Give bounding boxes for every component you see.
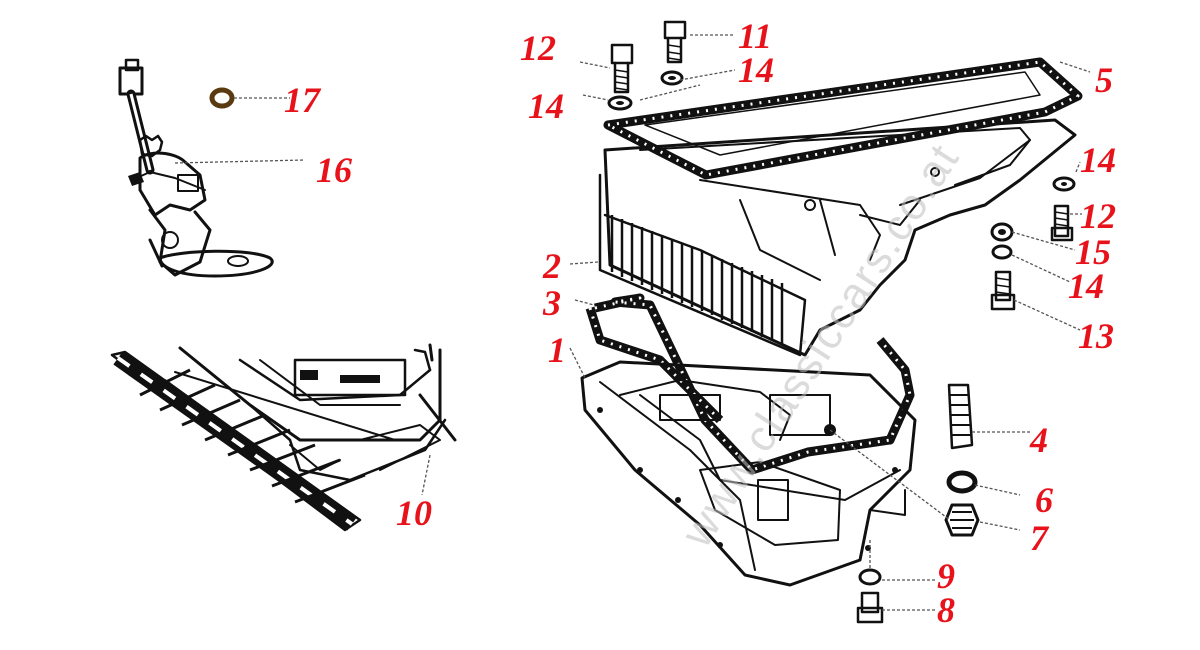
callout-12-upper: 12 — [520, 28, 556, 68]
callout-12-right: 12 — [1080, 196, 1116, 236]
callout-14-lower-right: 14 — [1068, 266, 1104, 306]
upper-sump-drawing — [598, 118, 1077, 357]
callout-6: 6 — [1035, 480, 1053, 520]
lower-oil-pan-drawing — [580, 360, 917, 587]
callout-16: 16 — [316, 150, 352, 190]
callout-7: 7 — [1030, 518, 1050, 558]
gasket-block-drawing — [110, 343, 457, 532]
hardware-drawings — [607, 20, 1076, 624]
callout-14-upper: 14 — [738, 50, 774, 90]
lower-gasket-drawing — [585, 293, 915, 475]
leader-lines — [174, 34, 1091, 611]
callout-labels: 17 16 10 12 14 11 14 5 14 12 15 14 13 2 … — [284, 16, 1116, 630]
callout-17: 17 — [284, 80, 322, 120]
callout-9: 9 — [937, 556, 955, 596]
callout-5: 5 — [1095, 60, 1113, 100]
top-gasket-drawing — [603, 57, 1083, 180]
callout-15: 15 — [1075, 232, 1111, 272]
callout-3: 3 — [542, 283, 561, 323]
callout-8: 8 — [937, 590, 955, 630]
callout-1: 1 — [548, 330, 566, 370]
callout-13: 13 — [1078, 316, 1114, 356]
callout-4: 4 — [1029, 420, 1048, 460]
callout-14-upper-left: 14 — [528, 86, 564, 126]
oil-pump-drawing — [118, 58, 274, 278]
ring-seal-drawing — [209, 87, 235, 109]
callout-10: 10 — [396, 493, 432, 533]
callout-14-right: 14 — [1080, 140, 1116, 180]
callout-2: 2 — [542, 246, 561, 286]
callout-11: 11 — [738, 16, 772, 56]
